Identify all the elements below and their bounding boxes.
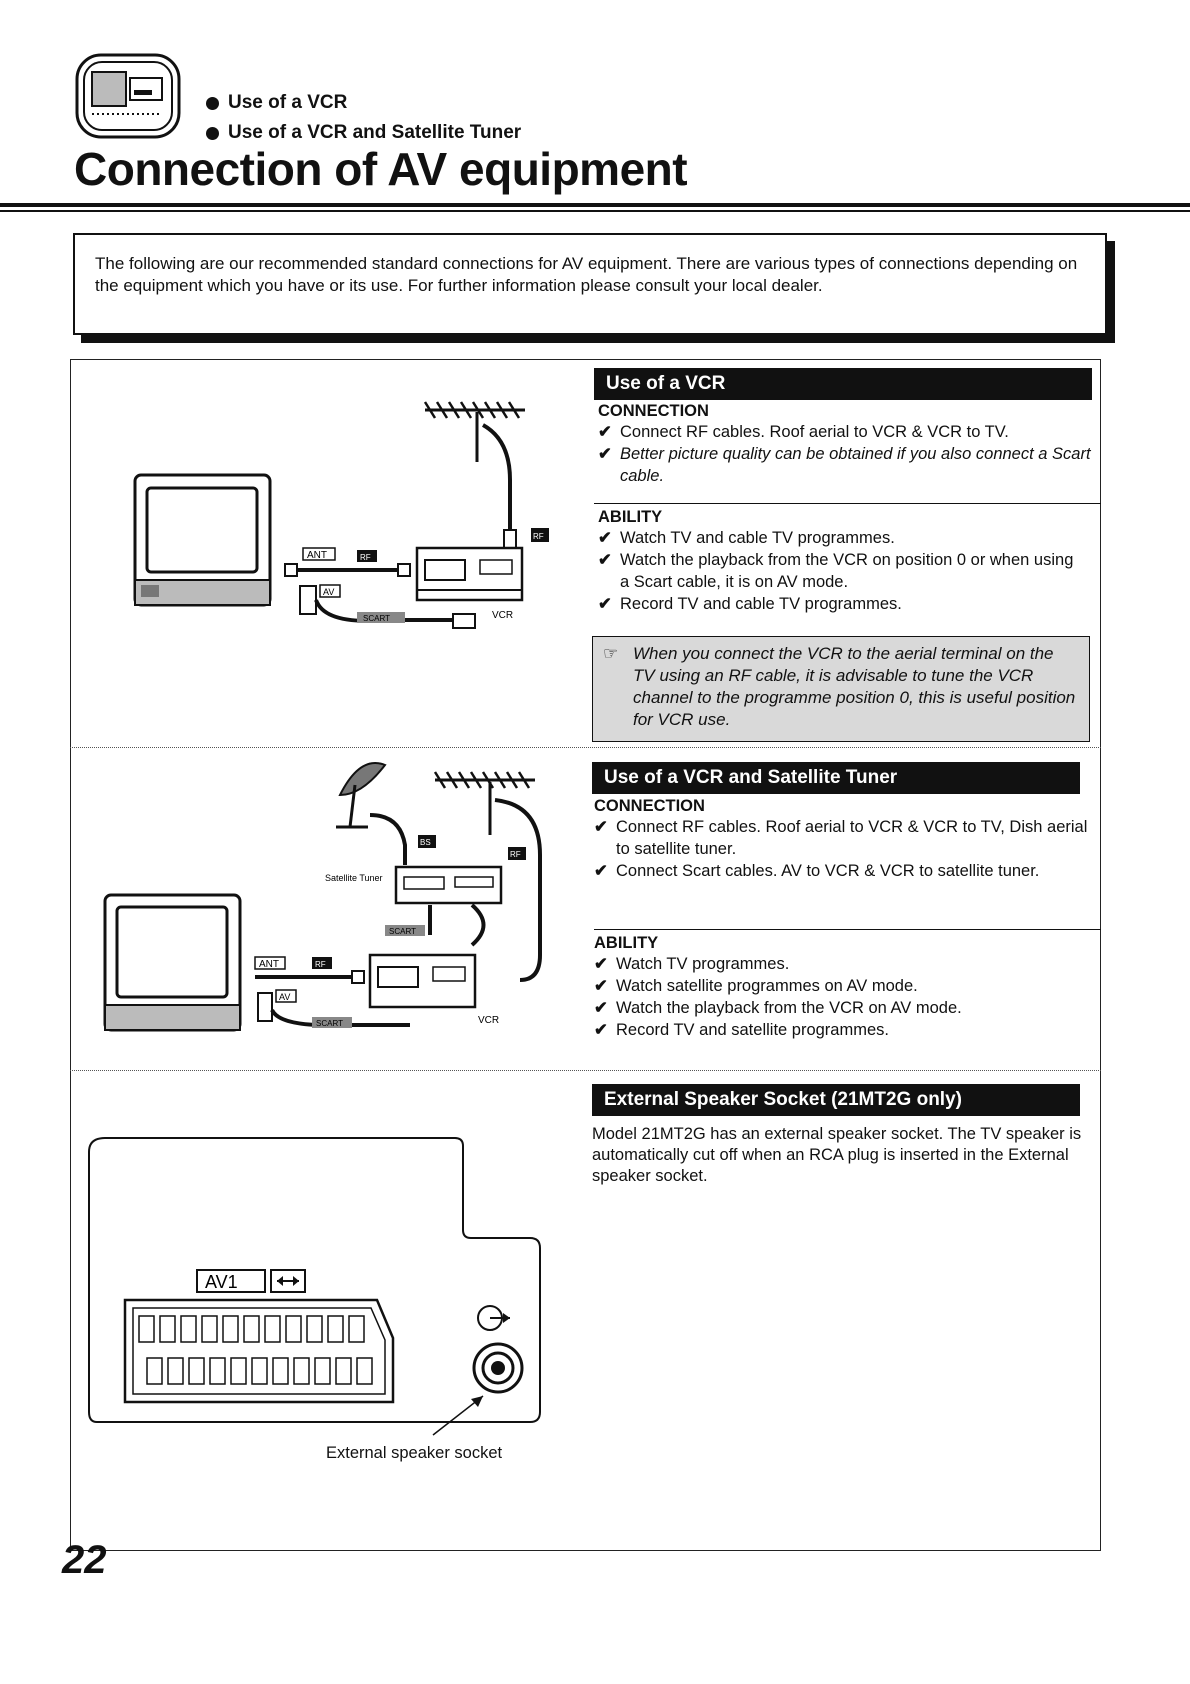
satellite-dish-icon: [336, 762, 387, 829]
title-rule: [0, 203, 1190, 207]
list-item: ✔Record TV and cable TV programmes.: [598, 595, 902, 613]
ability-label: ABILITY: [598, 508, 663, 526]
scart-pin: [314, 1357, 331, 1385]
scart-pin: [306, 1315, 323, 1343]
scart-socket-icon: [123, 1298, 395, 1404]
av1-label: AV1: [205, 1272, 238, 1292]
av-label: AV: [323, 587, 334, 597]
list-item: ✔Watch TV programmes.: [594, 955, 790, 973]
satellite-ability: ABILITY ✔Watch TV programmes. ✔Watch sat…: [594, 934, 1094, 1041]
satellite-connection: CONNECTION ✔Connect RF cables. Roof aeri…: [594, 797, 1094, 882]
list-item: ✔Watch the playback from the VCR on posi…: [598, 551, 1074, 591]
section-separator: [594, 503, 1101, 504]
connection-label: CONNECTION: [594, 797, 705, 815]
section-divider: [70, 747, 1101, 748]
page-number: 22: [62, 1538, 107, 1582]
rf-label: RF: [360, 553, 371, 562]
scart-pin: [272, 1357, 289, 1385]
title-rule: [0, 210, 1190, 212]
scart-pin: [159, 1315, 176, 1343]
scart-pin: [327, 1315, 344, 1343]
bs-label: BS: [420, 838, 431, 847]
vcr-connection-diagram: RF ANT RF AV SCART VCR: [125, 380, 565, 630]
ant-label: ANT: [259, 959, 279, 970]
roof-aerial-icon: [433, 771, 535, 835]
scart-pin: [293, 1357, 310, 1385]
tv-icon: [133, 473, 272, 607]
scart-label: SCART: [316, 1019, 343, 1028]
scart-direction-icon: [277, 1276, 299, 1286]
section-heading-speaker: External Speaker Socket (21MT2G only): [592, 1084, 1080, 1116]
scart-pin: [180, 1315, 197, 1343]
note-text: When you connect the VCR to the aerial t…: [633, 644, 1076, 729]
rf-label: RF: [510, 850, 521, 859]
header-bullets: Use of a VCR Use of a VCR and Satellite …: [206, 88, 521, 148]
scart-pin: [356, 1357, 373, 1385]
scart-pin: [146, 1357, 163, 1385]
vcr-label: VCR: [478, 1015, 499, 1026]
scart-pin: [188, 1357, 205, 1385]
speaker-description: Model 21MT2G has an external speaker soc…: [592, 1125, 1082, 1185]
scart-pin: [348, 1315, 365, 1343]
satellite-tuner-icon: [394, 865, 503, 905]
scart-pin: [201, 1315, 218, 1343]
tv-vcr-logo-icon: [74, 52, 182, 140]
scart-pin: [243, 1315, 260, 1343]
scart-pin: [167, 1357, 184, 1385]
list-item: ✔Record TV and satellite programmes.: [594, 1021, 889, 1039]
header-bullet: Use of a VCR and Satellite Tuner: [206, 118, 521, 148]
vcr-icon: [368, 953, 477, 1009]
scart-pin: [285, 1315, 302, 1343]
vcr-ability: ABILITY ✔Watch TV and cable TV programme…: [598, 508, 1078, 615]
ant-label: ANT: [307, 550, 327, 561]
scart-pin: [230, 1357, 247, 1385]
list-item: ✔Watch TV and cable TV programmes.: [598, 529, 895, 547]
page-title: Connection of AV equipment: [74, 143, 688, 195]
intro-text: The following are our recommended standa…: [95, 254, 1078, 295]
rca-socket-icon: [472, 1342, 524, 1394]
header-bullet: Use of a VCR: [206, 88, 521, 118]
section-heading-vcr-satellite: Use of a VCR and Satellite Tuner: [592, 762, 1080, 794]
scart-pin: [209, 1357, 226, 1385]
ability-label: ABILITY: [594, 934, 659, 952]
scart-pin: [251, 1357, 268, 1385]
connection-label: CONNECTION: [598, 402, 709, 420]
list-item: ✔Connect RF cables. Roof aerial to VCR &…: [598, 423, 1009, 441]
speaker-output-icon: [477, 1305, 510, 1331]
list-item: ✔Watch satellite programmes on AV mode.: [594, 977, 918, 995]
rf-label: RF: [533, 532, 544, 541]
section-heading-vcr: Use of a VCR: [594, 368, 1092, 400]
vcr-note-box: ☞ When you connect the VCR to the aerial …: [592, 636, 1090, 742]
section-divider: [70, 1070, 1101, 1071]
scart-label: SCART: [363, 614, 390, 623]
section-separator: [594, 929, 1101, 930]
list-item: ✔Connect Scart cables. AV to VCR & VCR t…: [594, 862, 1040, 880]
scart-pin: [335, 1357, 352, 1385]
content-frame: [70, 359, 1101, 1551]
vcr-label: VCR: [492, 610, 513, 621]
intro-box: The following are our recommended standa…: [73, 233, 1107, 335]
scart-pin: [222, 1315, 239, 1343]
roof-aerial-icon: [423, 401, 525, 462]
scart-label: SCART: [389, 927, 416, 936]
rf-label: RF: [315, 960, 326, 969]
pointing-hand-icon: ☞: [603, 644, 619, 663]
vcr-icon: [415, 546, 524, 602]
scart-pin: [138, 1315, 155, 1343]
list-item: ✔Connect RF cables. Roof aerial to VCR &…: [594, 818, 1088, 858]
tv-icon: [103, 893, 242, 1032]
vcr-satellite-diagram: BS RF Satellite Tuner SCART ANT RF AV: [100, 755, 560, 1055]
vcr-connection: CONNECTION ✔Connect RF cables. Roof aeri…: [598, 402, 1094, 487]
speaker-socket-diagram: AV1: [85, 1130, 555, 1470]
scart-pin: [264, 1315, 281, 1343]
speaker-socket-caption: External speaker socket: [326, 1444, 503, 1462]
satellite-tuner-label: Satellite Tuner: [325, 873, 383, 883]
list-item: ✔Watch the playback from the VCR on AV m…: [594, 999, 962, 1017]
list-item: ✔Better picture quality can be obtained …: [598, 445, 1091, 485]
av-label: AV: [279, 992, 290, 1002]
